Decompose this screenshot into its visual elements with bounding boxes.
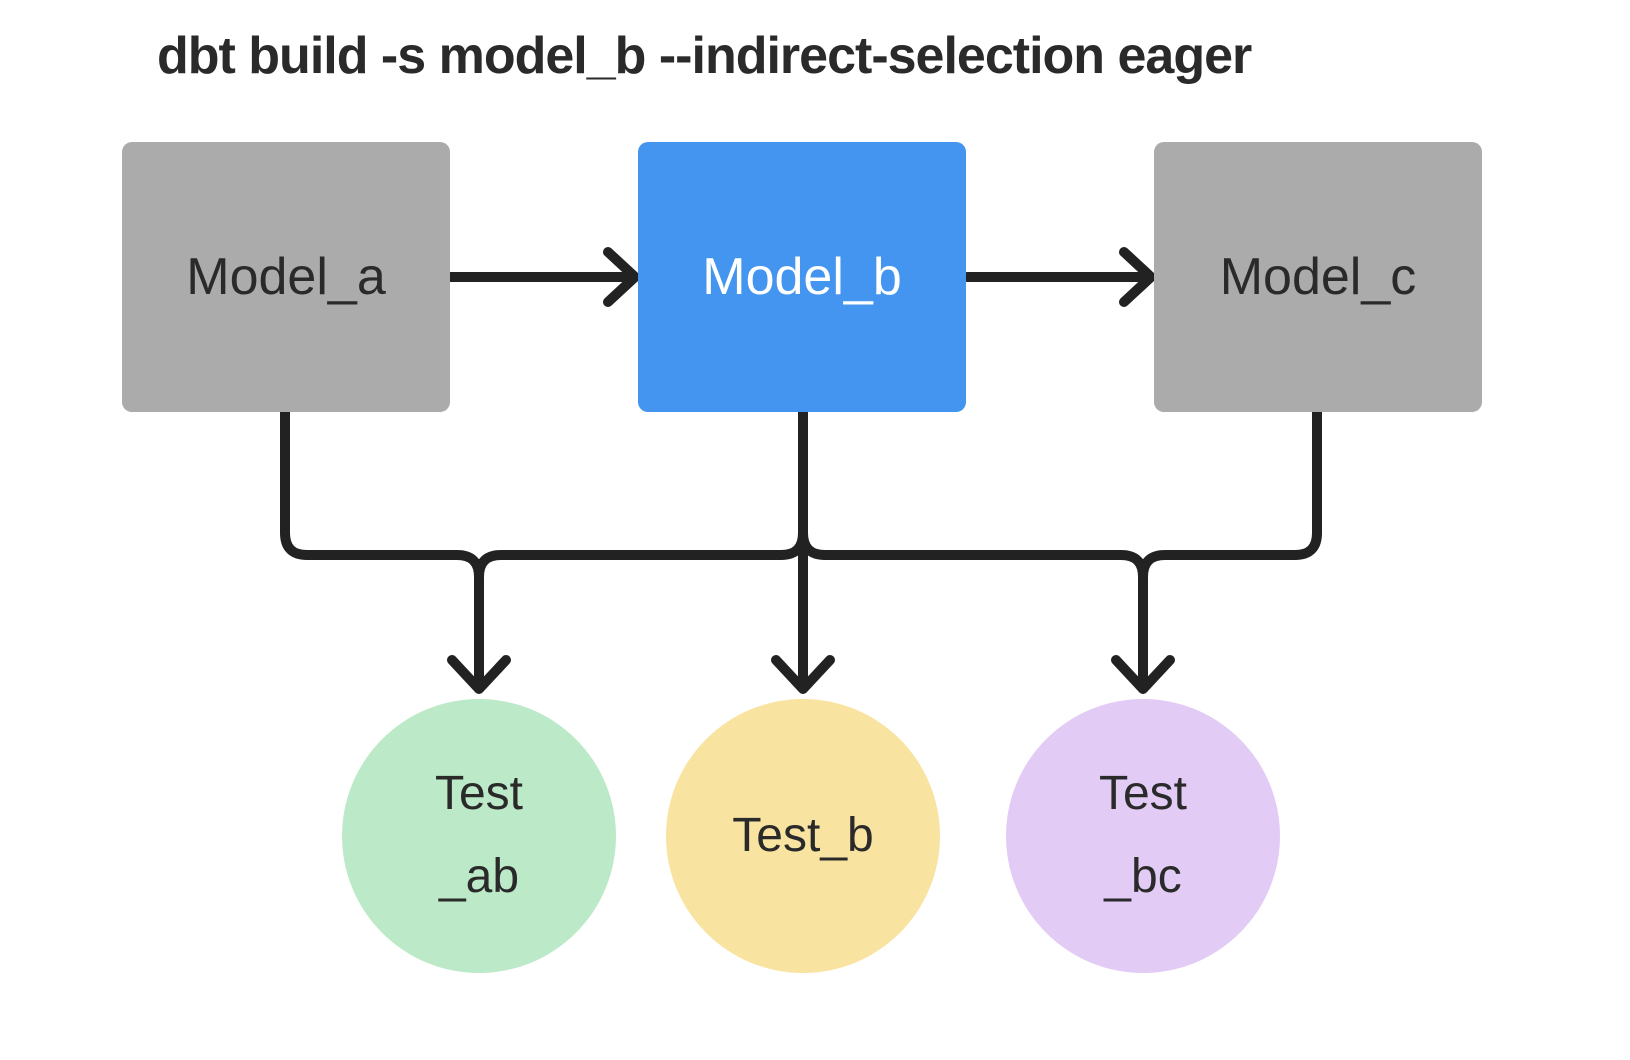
model-b-label: Model_b xyxy=(702,248,902,306)
edge-model-a-to-test-ab xyxy=(280,407,484,691)
node-test-b: Test_b xyxy=(666,699,940,973)
test-b-label: Test_b xyxy=(732,808,874,862)
edge-model-b-to-test-ab xyxy=(474,407,808,645)
node-model-b: Model_b xyxy=(638,142,966,412)
model-a-label: Model_a xyxy=(186,248,386,306)
arrowhead-model-b-icon xyxy=(603,247,640,307)
test-bc-label-line2: _bc xyxy=(1104,850,1182,903)
node-model-a: Model_a xyxy=(122,142,450,412)
arrowhead-test-ab-icon xyxy=(447,655,511,694)
command-title: dbt build -s model_b --indirect-selectio… xyxy=(157,27,1252,85)
node-model-c: Model_c xyxy=(1154,142,1482,412)
arrowhead-test-bc-icon xyxy=(1111,655,1175,694)
edge-model-b-to-test-bc xyxy=(798,528,1148,691)
edge-model-c-to-test-bc xyxy=(1138,407,1322,645)
test-ab-label-line1: Test xyxy=(434,767,524,821)
test-ab-label-line2: _ab xyxy=(438,850,520,903)
node-test-ab: Test _ab xyxy=(342,699,616,973)
test-bc-label-line1: Test xyxy=(1098,767,1188,821)
arrowhead-model-c-icon xyxy=(1119,247,1156,307)
arrowhead-test-b-icon xyxy=(771,655,835,694)
node-test-bc: Test _bc xyxy=(1006,699,1280,973)
model-c-label: Model_c xyxy=(1219,248,1417,306)
